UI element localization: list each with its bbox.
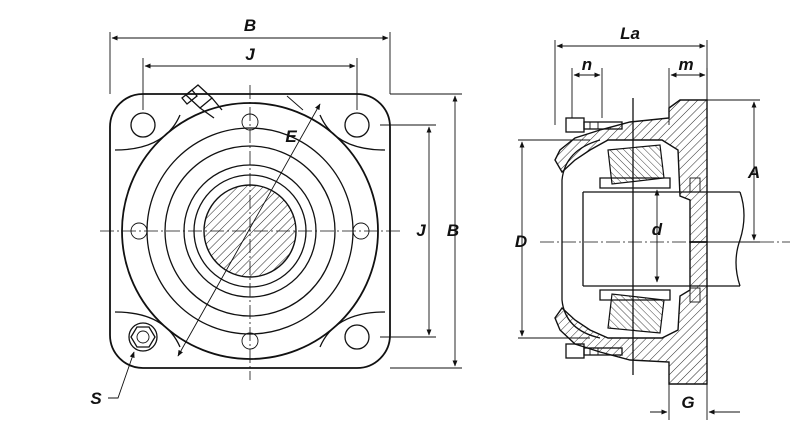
label-front-width: B	[244, 16, 256, 35]
side-view: La n m A D d G	[515, 24, 790, 420]
shaft-side	[582, 191, 745, 287]
label-a: A	[747, 163, 760, 182]
side-bolt-bottom	[565, 343, 623, 359]
label-grease-fitting: S	[90, 389, 102, 408]
bolt-hole-bottom-right	[344, 324, 370, 350]
flange-outline	[109, 93, 391, 369]
label-m: m	[678, 55, 693, 74]
label-d-large: D	[515, 232, 527, 251]
leader-grease-fitting	[108, 351, 135, 399]
front-view: B J B J	[90, 16, 462, 408]
label-front-height: B	[447, 221, 459, 240]
label-d-small: d	[652, 220, 663, 239]
label-bolt-circle: E	[285, 127, 297, 146]
label-front-bolt-spacing-h: J	[245, 45, 255, 64]
label-n: n	[582, 55, 592, 74]
bolt-hole-top-left	[130, 112, 156, 138]
side-bolt-top	[565, 117, 623, 133]
bolt-hole-top-right	[344, 112, 370, 138]
dim-line-bolt-circle	[177, 103, 321, 357]
bolt-head-bottom-left	[130, 326, 156, 348]
label-overall-length: La	[620, 24, 640, 43]
label-g: G	[681, 393, 694, 412]
label-front-bolt-spacing-v: J	[416, 221, 426, 240]
